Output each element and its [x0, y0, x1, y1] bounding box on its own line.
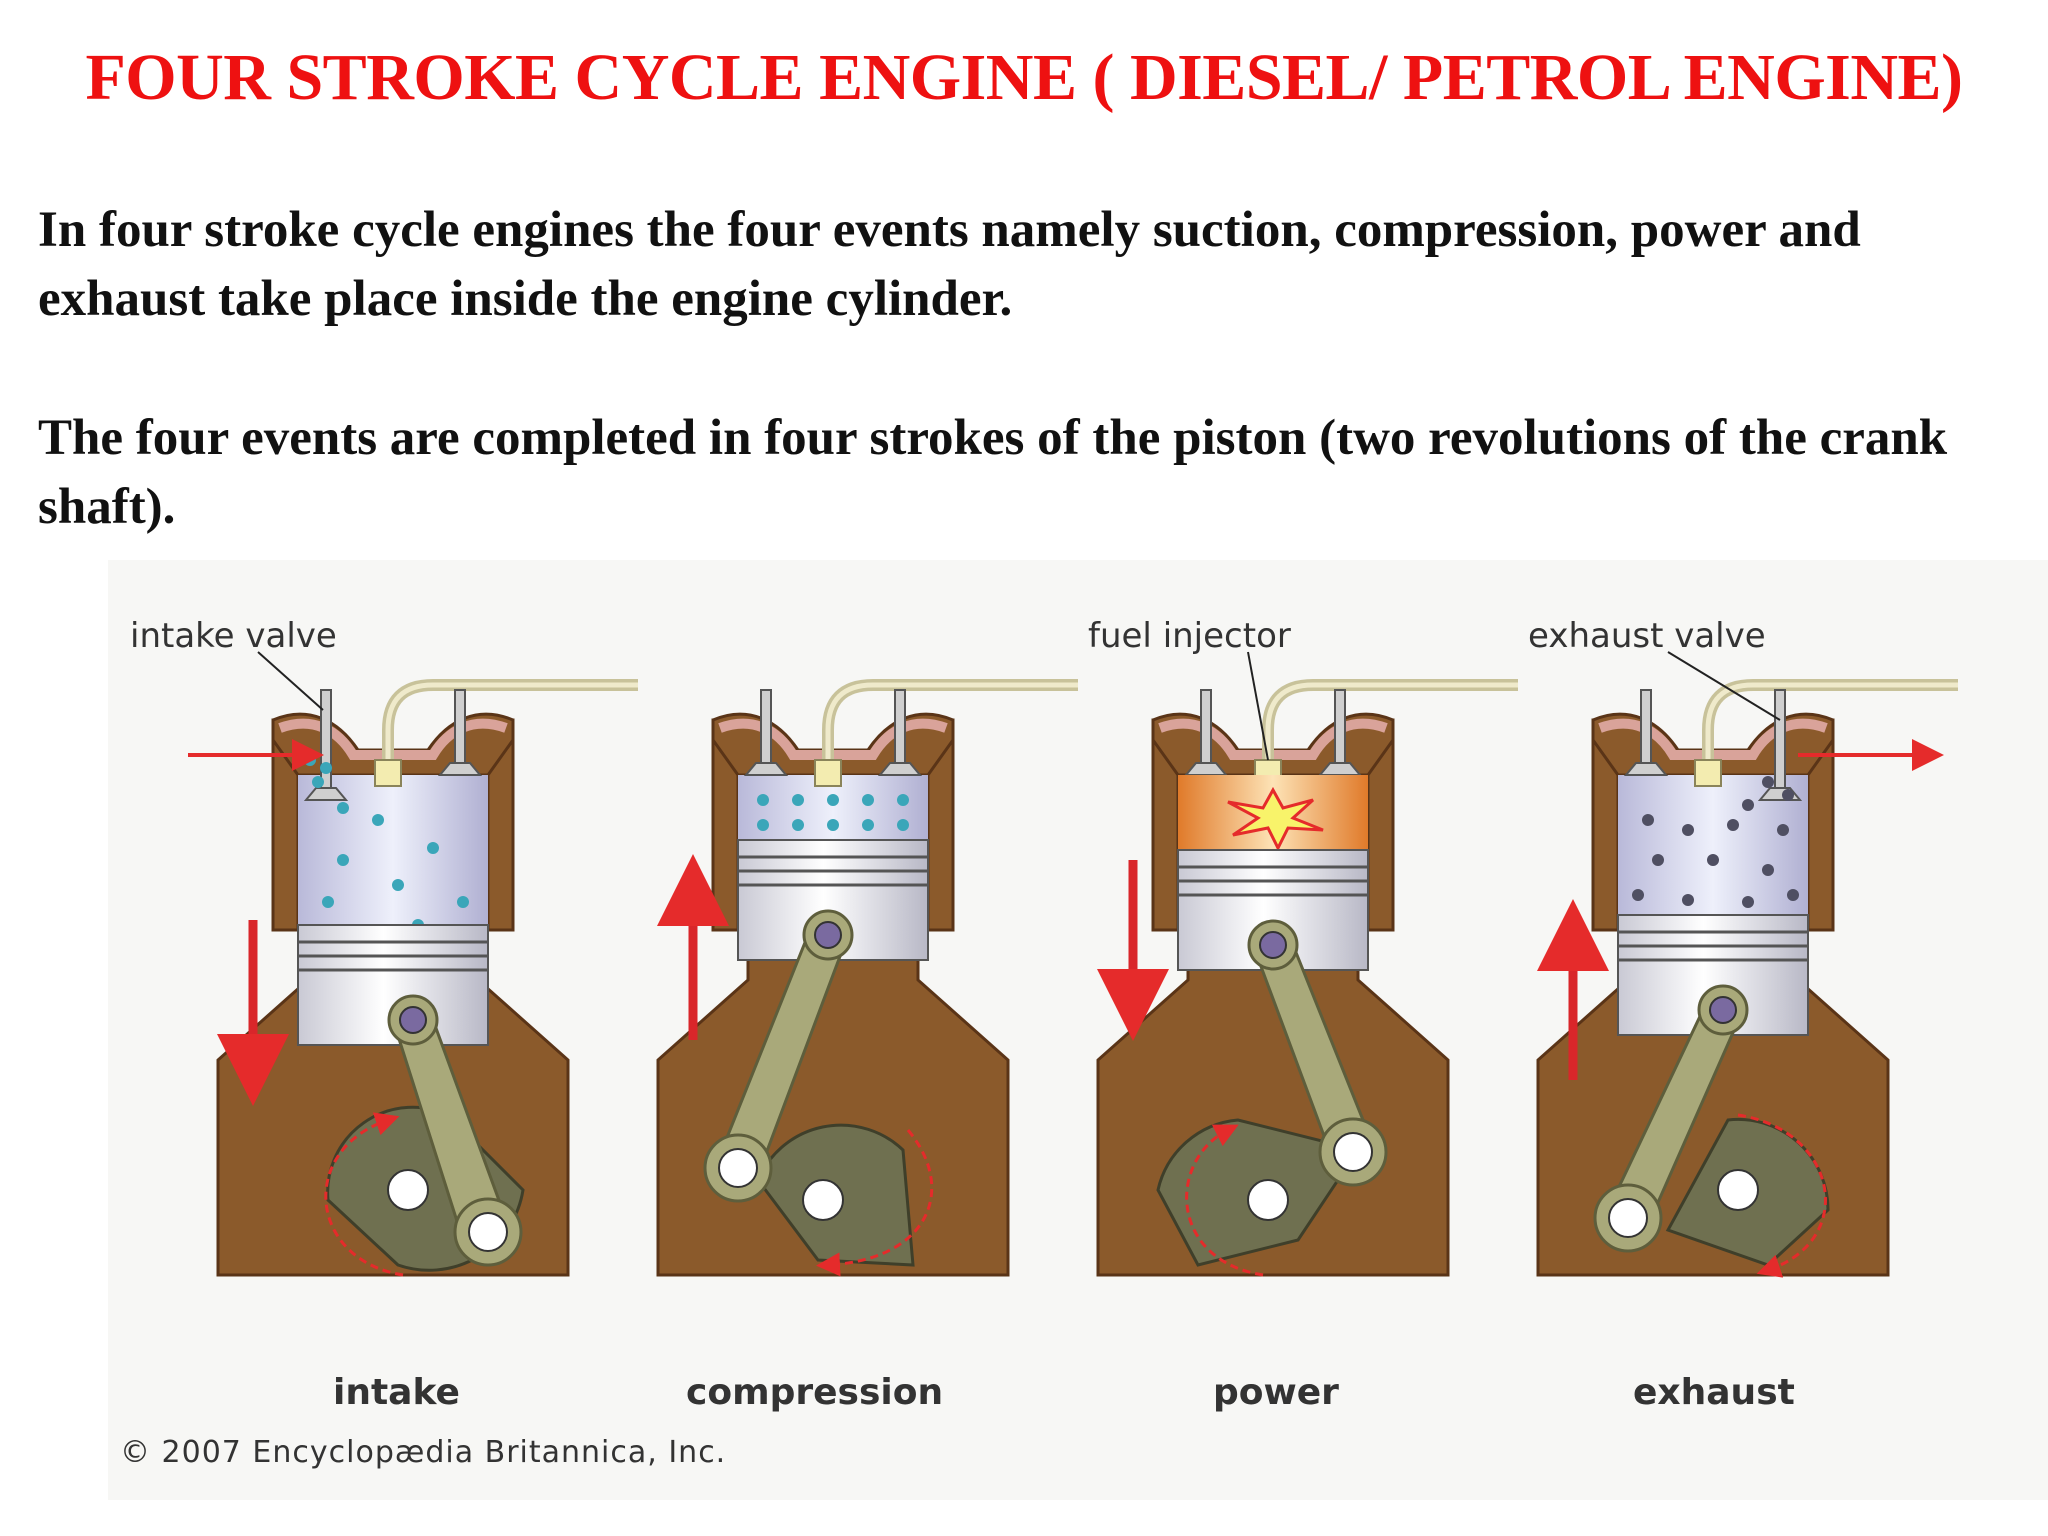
label-exhaust-valve: exhaust valve: [1528, 616, 1766, 656]
engine-diagram-art: [188, 651, 1958, 1500]
copyright-notice: © 2007 Encyclopædia Britannica, Inc.: [120, 1435, 727, 1470]
paragraph-events: In four stroke cycle engines the four ev…: [38, 202, 1861, 327]
label-intake-valve: intake valve: [130, 616, 337, 656]
label-fuel-injector: fuel injector: [1088, 616, 1291, 656]
stage-label-compression: compression: [686, 1372, 944, 1413]
stage-label-exhaust: exhaust: [1633, 1372, 1795, 1413]
slide-title: FOUR STROKE CYCLE ENGINE ( DIESEL/ PETRO…: [85, 41, 1963, 114]
engine-diagram: intake valve fuel injector exhaust valve…: [108, 560, 2048, 1500]
stage-label-power: power: [1213, 1372, 1339, 1413]
stage-label-intake: intake: [333, 1372, 460, 1413]
paragraph-strokes: The four events are completed in four st…: [38, 410, 1948, 535]
